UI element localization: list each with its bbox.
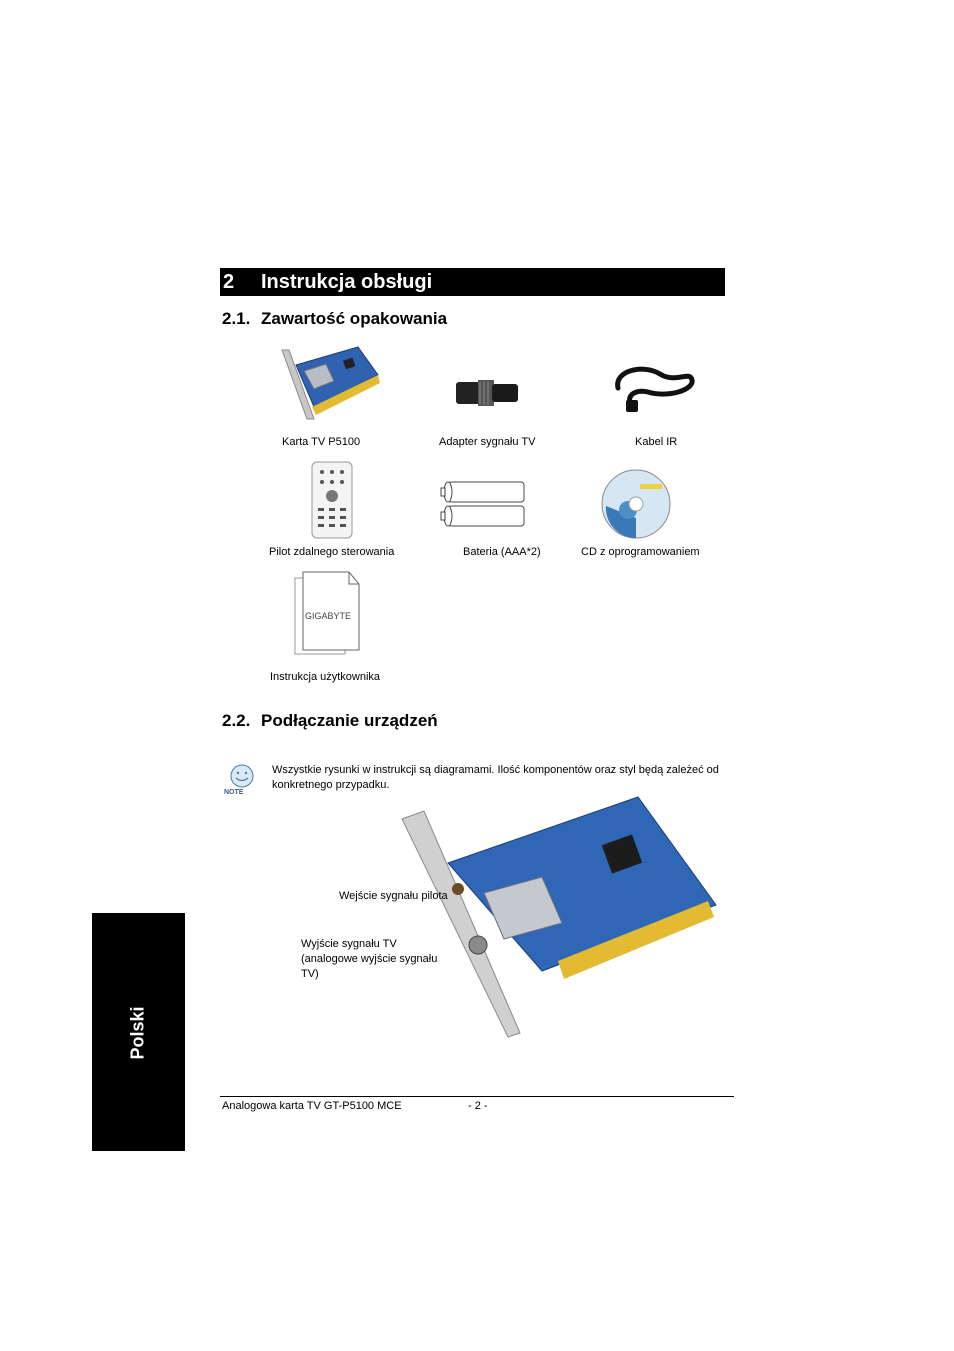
tv-output-label: Wyjście sygnału TV (analogowe wyjście sy… <box>301 938 438 980</box>
remote-input-label: Wejście sygnału pilota <box>339 890 448 902</box>
footer-rule <box>220 1096 734 1097</box>
item-caption: Adapter sygnału TV <box>439 436 536 448</box>
subsection-title: Podłączanie urządzeń <box>261 711 438 730</box>
manual-icon: GIGABYTE <box>294 571 360 655</box>
tv-card-icon <box>281 346 380 420</box>
subsection-number: 2.2. <box>222 711 251 730</box>
subsection-title: Zawartość opakowania <box>261 309 448 328</box>
cd-icon <box>601 469 671 539</box>
ir-cable-icon <box>615 366 695 412</box>
item-caption: Bateria (AAA*2) <box>463 546 541 558</box>
subsection-number: 2.1. <box>222 309 251 328</box>
note-icon-label: NOTE <box>224 789 244 796</box>
item-caption: Instrukcja użytkownika <box>270 671 381 683</box>
item-caption: Pilot zdalnego sterowania <box>269 546 395 558</box>
remote-control-icon <box>311 461 353 539</box>
battery-icon <box>440 481 525 527</box>
section-title: Instrukcja obsługi <box>261 271 433 293</box>
tv-card-diagram <box>401 796 717 1038</box>
manual-logo: GIGABYTE <box>305 611 351 621</box>
section-number: 2 <box>223 271 235 293</box>
item-caption: CD z oprogramowaniem <box>581 546 700 558</box>
language-side-tab: Polski <box>92 913 185 1151</box>
note-text: Wszystkie rysunki w instrukcji są diagra… <box>272 764 719 791</box>
note-icon: NOTE <box>224 764 254 796</box>
footer-page-number: - 2 - <box>468 1100 488 1112</box>
item-caption: Kabel IR <box>635 436 678 448</box>
section-heading: 2 Instrukcja obsługi <box>220 268 725 296</box>
item-caption: Karta TV P5100 <box>282 436 361 448</box>
language-label: Polski <box>127 1006 148 1060</box>
footer-product: Analogowa karta TV GT-P5100 MCE <box>222 1100 402 1112</box>
tv-adapter-icon <box>456 380 518 406</box>
